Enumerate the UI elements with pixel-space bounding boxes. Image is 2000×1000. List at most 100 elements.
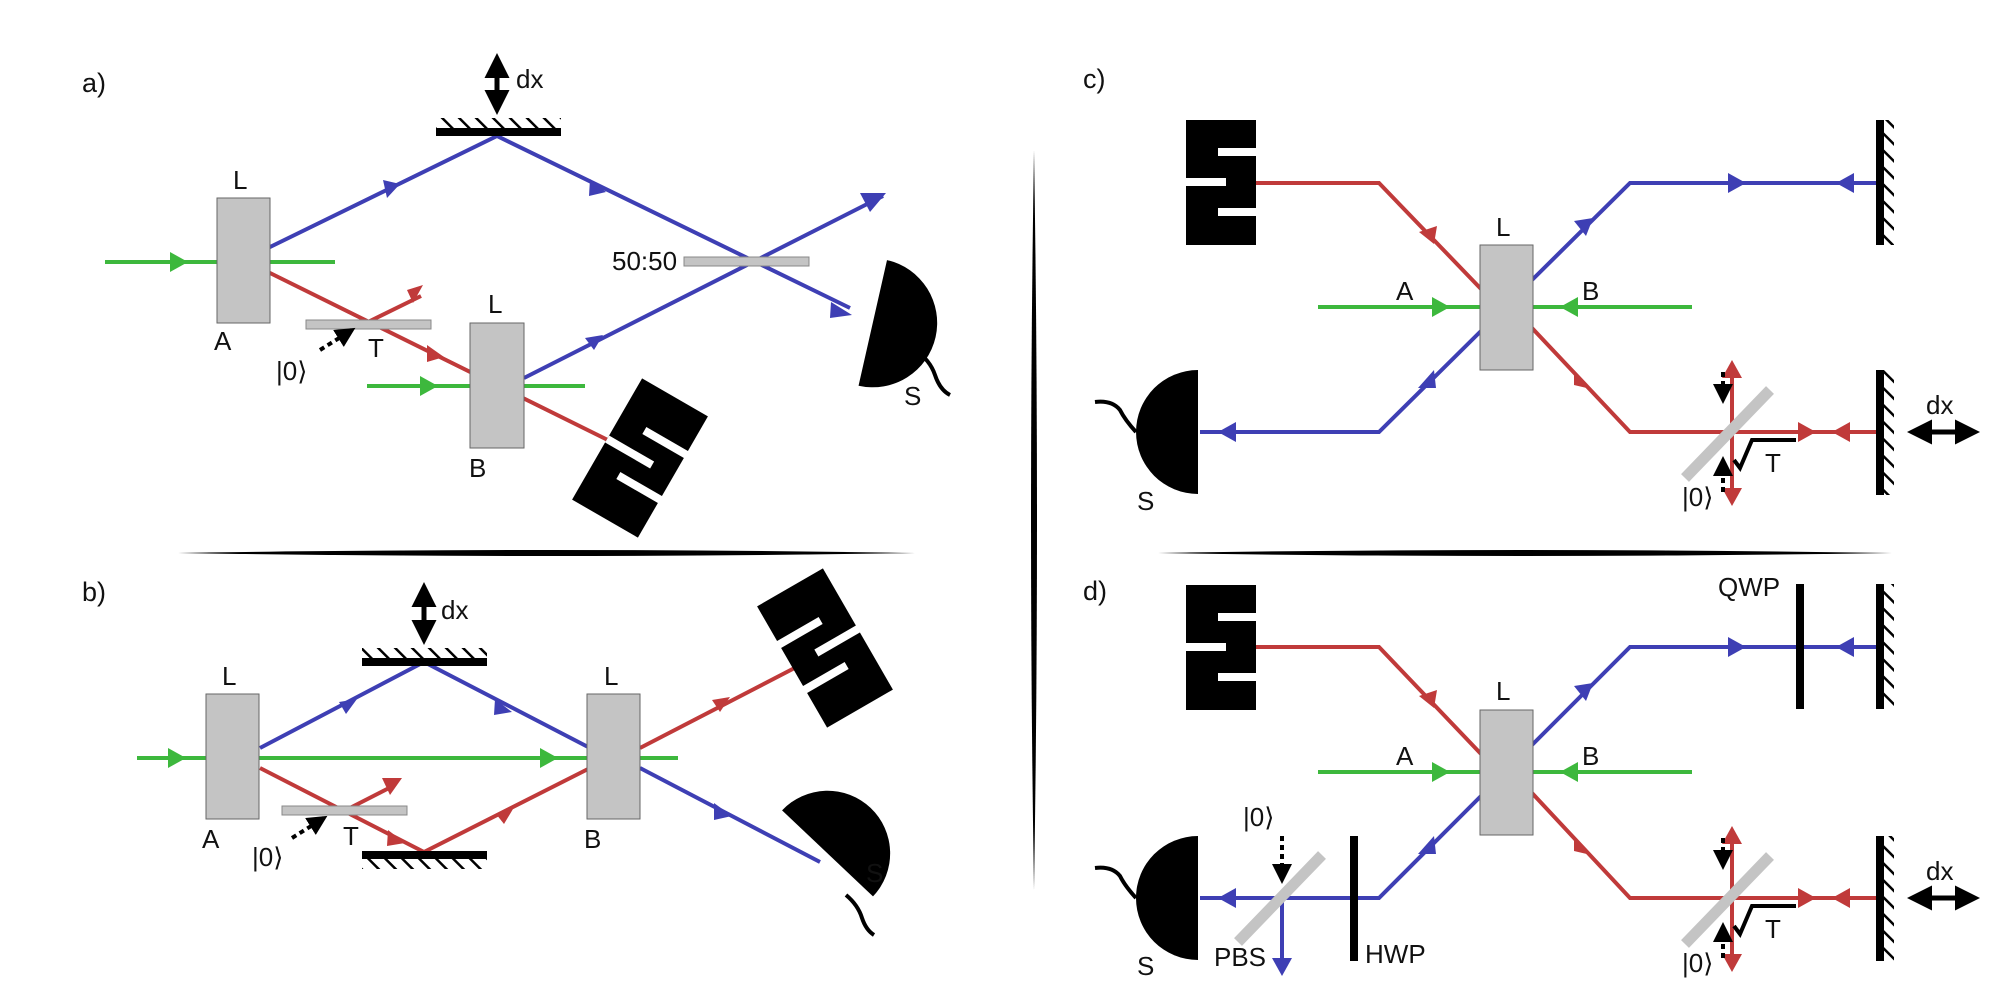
half-wave-plate — [1350, 836, 1358, 961]
movable-mirror[interactable] — [362, 658, 487, 666]
mirror-hatching — [362, 648, 487, 658]
mirror-hatching — [362, 859, 487, 869]
beam-arrow — [387, 830, 405, 846]
beam-arrow — [712, 697, 730, 712]
beam-arrow — [540, 748, 558, 768]
detector — [1136, 836, 1198, 960]
idler-beam — [267, 270, 629, 452]
separator-left-horizontal — [178, 550, 915, 556]
pump-b-label: B — [1582, 276, 1599, 306]
sqrt-symbol — [1732, 438, 1796, 472]
beam-arrow — [1218, 888, 1236, 908]
beam-arrow — [860, 193, 886, 212]
separator-vertical — [1031, 150, 1037, 890]
pump-a-label: A — [1396, 741, 1414, 771]
mirror-hatching — [1884, 836, 1894, 961]
vacuum-label: |0⟩ — [252, 842, 283, 872]
crystal-label: L — [604, 661, 618, 691]
detector-label: S — [1137, 951, 1154, 981]
detector — [1136, 370, 1198, 494]
beam-arrow — [383, 180, 400, 198]
beam-arrow — [1574, 683, 1593, 701]
vacuum-input-arrow — [290, 815, 328, 840]
crystal-a — [216, 197, 271, 324]
detector-cable — [1094, 865, 1138, 900]
sqrt-symbol — [1732, 904, 1796, 938]
signal-beam — [1200, 793, 1484, 900]
beam-dump — [1186, 585, 1258, 710]
separators — [178, 150, 1892, 890]
panel-d: d) A B L — [1083, 572, 1980, 981]
mirror-hatching — [1884, 120, 1894, 245]
beam-splitter-50-50 — [683, 256, 810, 267]
mirror-hatching — [1884, 584, 1894, 709]
beam-arrow — [496, 809, 513, 824]
fixed-mirror — [362, 851, 487, 859]
beam-dump — [1186, 120, 1258, 245]
hwp-label: HWP — [1365, 939, 1426, 969]
beam-arrow — [1722, 488, 1742, 506]
detector — [782, 790, 891, 897]
detector-cable — [844, 893, 876, 937]
panel-c-label: c) — [1083, 64, 1106, 94]
beam-arrow — [494, 699, 512, 715]
beam-arrow — [382, 778, 402, 795]
idler-beam — [1530, 326, 1890, 434]
displacement-label: dx — [1926, 856, 1953, 886]
beam-arrow — [407, 285, 423, 303]
panel-a-label: a) — [82, 68, 106, 98]
beam-arrow — [1722, 954, 1742, 972]
crystal-b-label: B — [469, 453, 486, 483]
separator-right-horizontal — [1158, 550, 1892, 556]
beam-dump — [757, 568, 893, 728]
movable-mirror[interactable] — [436, 128, 561, 136]
beam-arrow — [339, 699, 357, 714]
quarter-wave-plate — [1796, 584, 1804, 709]
polarizing-beam-splitter — [1234, 851, 1326, 946]
movable-mirror[interactable] — [1876, 370, 1884, 495]
beam-arrow — [1722, 826, 1742, 844]
crystal-a-label: A — [214, 326, 232, 356]
beam-arrow — [1832, 888, 1850, 908]
signal-beam — [267, 133, 851, 310]
beam-arrow — [420, 376, 438, 396]
movable-mirror[interactable] — [1876, 836, 1884, 961]
crystal-a-label: A — [202, 824, 220, 854]
beam-arrow — [170, 252, 188, 272]
pbs-label: PBS — [1214, 942, 1266, 972]
signal-beam — [259, 659, 591, 750]
detector-cable — [913, 348, 951, 397]
vacuum-label: |0⟩ — [1243, 802, 1274, 832]
sqrt-t-label: T — [1765, 914, 1781, 944]
panel-b-label: b) — [82, 577, 106, 607]
beam-arrow — [1272, 958, 1292, 976]
qwp-label: QWP — [1718, 572, 1780, 602]
vacuum-input-arrow — [318, 327, 356, 352]
beam-arrow — [1722, 360, 1742, 378]
beam-splitter — [1681, 852, 1774, 948]
crystal-label: L — [1496, 212, 1510, 242]
beam-arrow — [1836, 173, 1854, 193]
crystal — [1479, 709, 1534, 836]
beam-arrow — [830, 302, 852, 318]
detector-label: S — [1137, 486, 1154, 516]
beam-arrow — [1418, 370, 1436, 388]
transmission-label: T — [368, 333, 384, 363]
transmission-plate — [281, 805, 408, 816]
panel-a: a) dx T |0⟩ 50:50 L — [82, 53, 951, 538]
signal-beam — [1200, 328, 1484, 434]
mirror-hatching — [1884, 370, 1894, 495]
mirror-hatching — [436, 118, 561, 128]
transmission-plate — [305, 319, 432, 330]
sqrt-t-label: T — [1765, 448, 1781, 478]
signal-beam — [1528, 181, 1876, 284]
panel-b: b) dx T |0⟩ L L — [82, 568, 893, 937]
beam-arrow — [1574, 218, 1593, 236]
beam-arrow — [1836, 637, 1854, 657]
bs-ratio-label: 50:50 — [612, 246, 677, 276]
beam-arrow — [1419, 226, 1437, 244]
beam-arrow — [1798, 422, 1816, 442]
beam-arrow — [585, 335, 603, 350]
idler-beam — [1256, 645, 1484, 757]
fixed-mirror — [1876, 120, 1884, 245]
